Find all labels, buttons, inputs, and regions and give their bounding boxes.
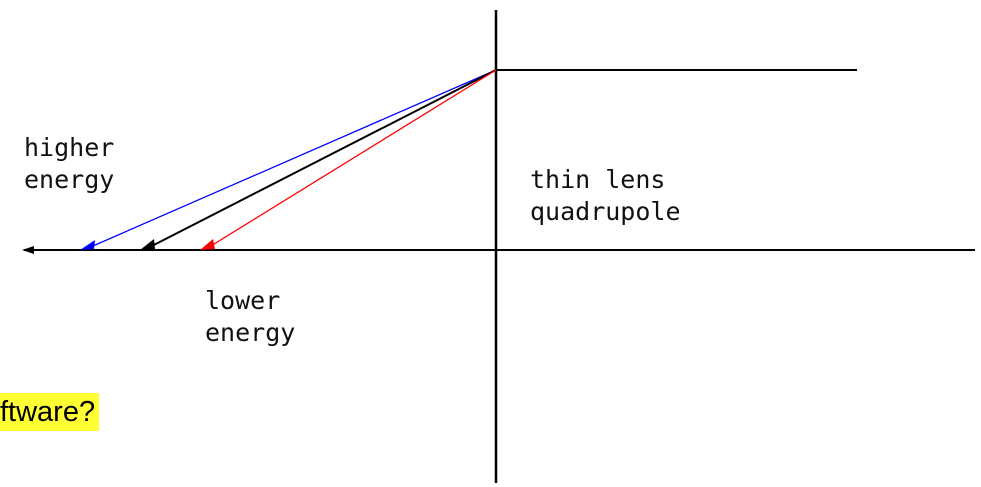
nominal-ray-arrowhead <box>140 239 155 250</box>
highlighted-caption-fragment: ftware? <box>0 393 100 431</box>
thin-lens-quadrupole-label: thin lens quadrupole <box>530 165 681 226</box>
nominal-ray <box>145 69 497 250</box>
higher-energy-ray-arrowhead <box>80 240 95 250</box>
higher-energy-ray <box>85 69 497 250</box>
lower-energy-ray-arrowhead <box>200 239 215 250</box>
lower-energy-ray <box>205 69 497 250</box>
lower-energy-label: lower energy <box>205 286 296 347</box>
higher-energy-label: higher energy <box>24 133 115 194</box>
optical-axis-arrowhead <box>22 246 34 254</box>
